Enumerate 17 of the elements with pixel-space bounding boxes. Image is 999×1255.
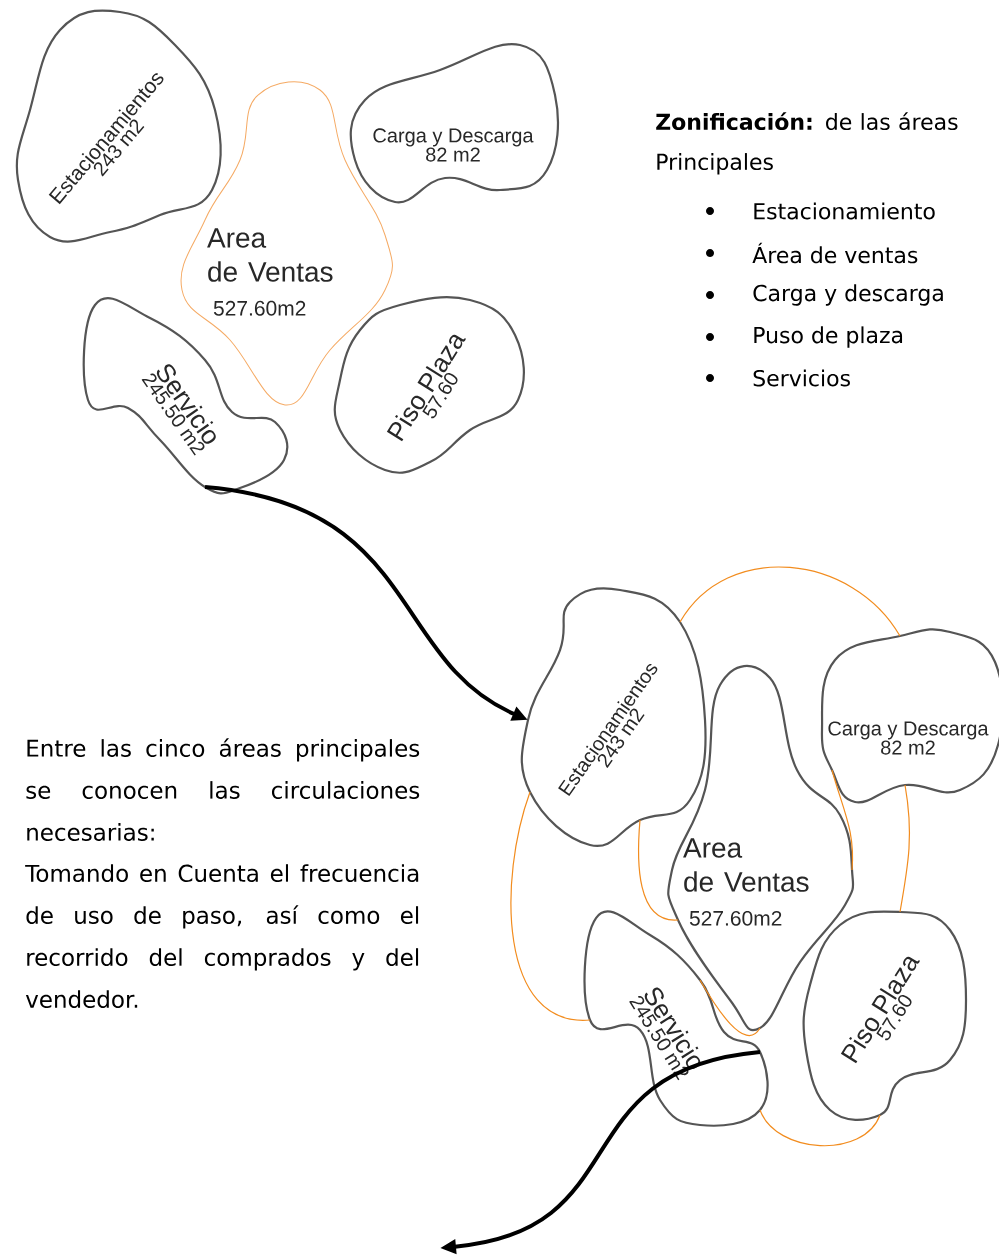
list-item: Área de ventas — [752, 242, 918, 264]
connector-line — [759, 1109, 881, 1147]
connector-line — [679, 566, 901, 637]
paragraph-text: Entre las cinco áreas principales se conocen las circulaciones necesarias: — [26, 738, 420, 841]
heading-text: Zonificación: de las áreas Principales — [656, 112, 958, 175]
list-item: Estacionamiento — [754, 202, 935, 220]
zone-bubble: Carga y Descarga 82 m2 — [349, 43, 560, 204]
list-item: Puso de plaza — [754, 326, 903, 348]
zone-bubble: Carga y Descarga 82 m2 — [820, 628, 999, 804]
connector-line — [510, 791, 591, 1021]
connector-line — [831, 769, 854, 871]
list-item: Servicios — [753, 369, 850, 387]
connector-line — [699, 979, 761, 1036]
connector-line — [637, 819, 679, 921]
connector-line — [899, 784, 911, 913]
paragraph-text: Tomando en Cuenta el frecuencia de uso de paso, así como el recorrido del comprados y del vendedor. — [25, 864, 419, 1008]
list-item: Carga y descarga — [753, 284, 943, 306]
